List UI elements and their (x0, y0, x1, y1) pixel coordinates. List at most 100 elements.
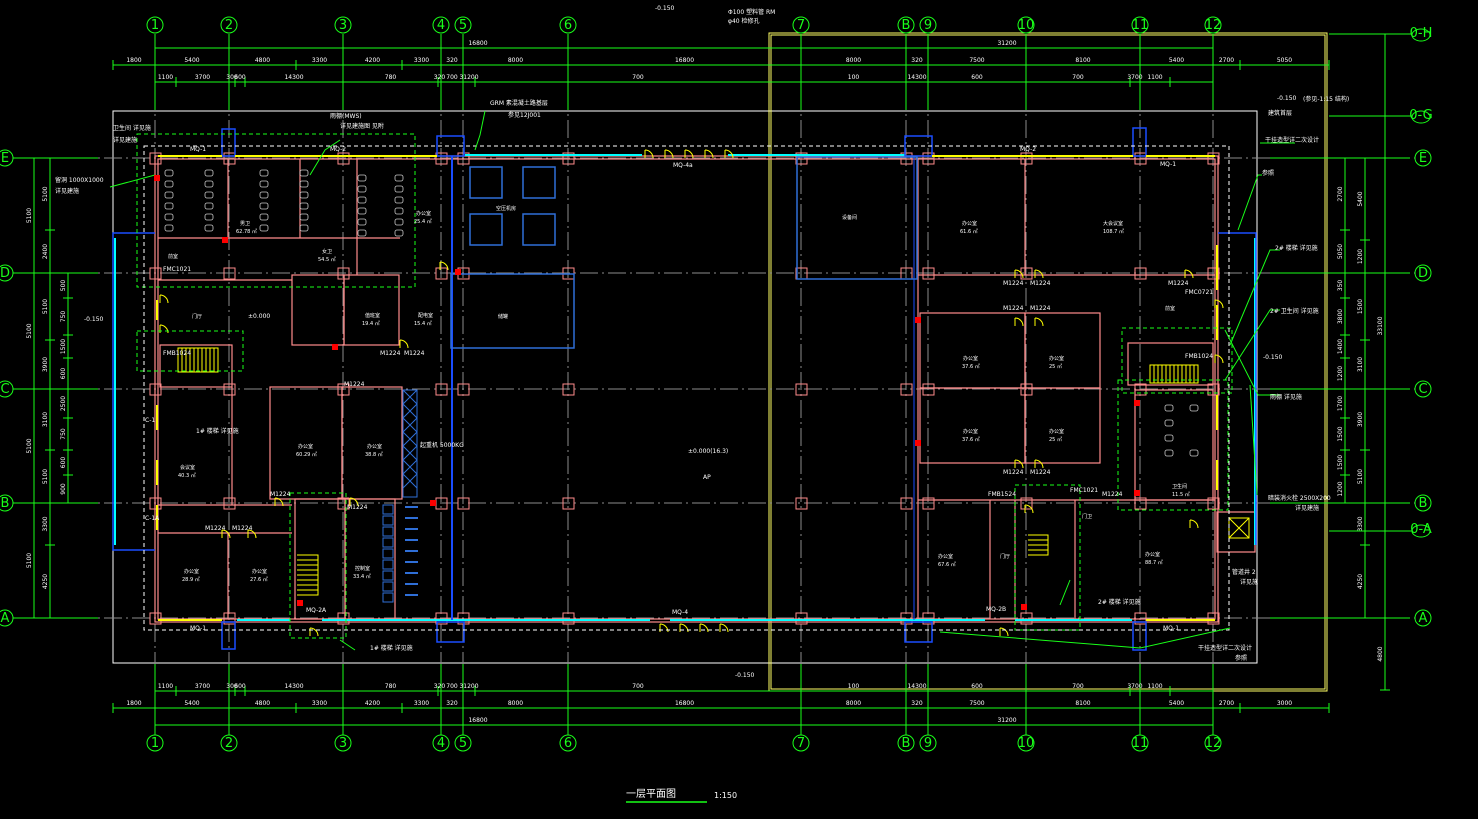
dim-bottom-1-label: 1100 (1147, 683, 1162, 690)
axis-bubble-extra-circle (1411, 110, 1431, 124)
pilaster (221, 621, 236, 650)
axis-bubble-bottom-6-label: 6 (564, 736, 572, 751)
note-top-3b: 参见12J001 (508, 111, 541, 119)
axis-bubble-bottom-B-label: B (902, 736, 911, 751)
room-name: 办公室 (963, 428, 978, 435)
column (149, 267, 162, 280)
room-wall (1024, 387, 1101, 464)
dim-right-inner-label: 1200 (1337, 481, 1344, 496)
door-swing (1034, 269, 1044, 279)
axis-bubble-top-4-circle (432, 16, 450, 34)
room-area: 54.5 ㎡ (318, 256, 336, 263)
note-bottom-1: 1# 楼梯 详见施 (370, 644, 413, 652)
dim-bottom-2-label: 16800 (675, 700, 694, 707)
dim-left-mid-label: 2400 (42, 244, 49, 259)
leader (1229, 249, 1280, 346)
rack-bay (382, 581, 394, 592)
room-name: 办公室 (938, 553, 953, 560)
dim-left-inner-label: 750 (60, 428, 67, 440)
door-swing (664, 149, 674, 159)
axis-bubble-bottom-4-circle (432, 734, 450, 752)
room-area: 40.3 ㎡ (178, 472, 196, 479)
elev-right: -0.150 (1263, 354, 1283, 361)
axis-bubble-top-B-circle (897, 16, 915, 34)
column (795, 612, 808, 625)
dim-top-total-label: 31200 (997, 40, 1016, 47)
fire-hydrant-icon (222, 237, 228, 243)
column (223, 497, 236, 510)
axis-bubble-right-D-circle (1414, 264, 1432, 282)
dim-bottom-2-label: 320 (911, 700, 923, 707)
column (457, 497, 470, 510)
axis-bubble-top-6-label: 6 (564, 18, 572, 33)
column (223, 267, 236, 280)
dim-top-2-label: 14300 (907, 74, 926, 81)
dim-right-outer-label: 33100 (1377, 316, 1384, 335)
room-area: 11.5 ㎡ (1172, 491, 1190, 498)
axis-bubble-bottom-2-circle (220, 734, 238, 752)
dim-top-1-label: 8100 (1075, 57, 1090, 64)
toilet-fixture (357, 229, 367, 237)
toilet-fixture (204, 191, 214, 199)
stair-treads (181, 348, 215, 372)
dim-left-mid-label: 3300 (42, 516, 49, 531)
room-name: 办公室 (416, 210, 431, 217)
door-tag: MQ-1 (190, 625, 206, 632)
column (149, 383, 162, 396)
axis-bubble-bottom-12-circle (1204, 734, 1222, 752)
dim-top-1-label: 4200 (365, 57, 380, 64)
pilaster (221, 128, 236, 157)
door-swing (644, 149, 654, 159)
axis-bubble-bottom-1-circle (146, 734, 164, 752)
dim-top-2-label: 31200 (459, 74, 478, 81)
room-name: 大会议室 (1103, 220, 1123, 227)
dim-left-inner-label: 600 (60, 457, 67, 469)
door-swing (659, 623, 669, 633)
room-area: 61.6 ㎡ (960, 228, 978, 235)
axis-bubble-top-1-circle (146, 16, 164, 34)
door-tag: MQ-1 (190, 146, 206, 153)
equipment-room (450, 273, 575, 349)
dim-right-mid-label: 5100 (1357, 469, 1364, 484)
axis-bubble-bottom-11-label: 11 (1132, 736, 1149, 751)
door-tag: M1224 (404, 350, 425, 357)
fire-hydrant-icon (915, 317, 921, 323)
column (922, 152, 935, 165)
room-wall (291, 274, 345, 346)
tank-pit (469, 166, 503, 199)
dim-top-2-label: 700 (446, 74, 458, 81)
crane-bracing (402, 389, 418, 489)
tank-pit (522, 166, 556, 199)
column (1020, 152, 1033, 165)
dim-right-inner-label: 5050 (1337, 244, 1344, 259)
door-tag: M1224 (1003, 305, 1024, 312)
recess-frames (112, 127, 1257, 651)
dim-bottom-1-label: 100 (848, 683, 860, 690)
elev-top-left: -0.150 (655, 5, 675, 12)
fire-hydrants (154, 175, 1140, 610)
fire-hydrant-icon (154, 175, 160, 181)
room-area: 37.6 ㎡ (962, 436, 980, 443)
door-swing (309, 627, 319, 637)
doors (156, 155, 1218, 621)
elev-interior: ±0.000 (248, 313, 270, 320)
toilet-fixture (259, 224, 269, 232)
room-area: 25 ㎡ (1049, 363, 1062, 370)
dim-bottom-1-label: 14300 (907, 683, 926, 690)
axis-bubble-bottom-3-circle (334, 734, 352, 752)
door-tag: M1224 (347, 504, 368, 511)
toilet-fixture (164, 213, 174, 221)
axis-bubble-top-10-label: 10 (1018, 18, 1035, 33)
axis-bubble-right-E-label: E (1419, 151, 1427, 166)
toilet-fixture (394, 218, 404, 226)
door-tag: MQ-4a (673, 162, 693, 169)
column (900, 612, 913, 625)
note-right-6: 管道井 2 (1232, 568, 1256, 576)
dim-bottom-2-label: 8000 (846, 700, 861, 707)
toilet-fixture (394, 229, 404, 237)
crane-frame (402, 389, 418, 498)
axis-bubble-bottom-6-circle (559, 734, 577, 752)
column (223, 152, 236, 165)
door-tag: MQ-2B (986, 606, 1006, 613)
